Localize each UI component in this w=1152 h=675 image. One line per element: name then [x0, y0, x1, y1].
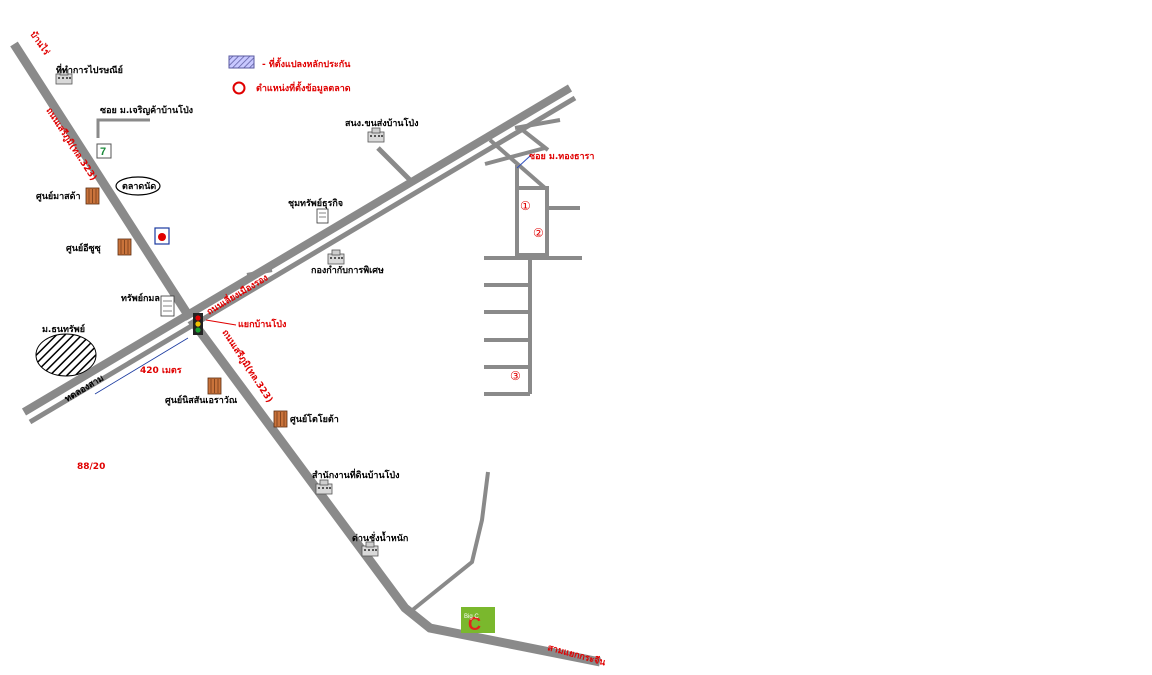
soi-thongthara-network	[484, 118, 582, 396]
landmark-label: สนง.ขนส่งบ้านโป่ง	[345, 117, 419, 129]
landmark-label: ศูนย์โตโยต้า	[290, 413, 339, 425]
landmark-market: ตลาดนัด	[115, 176, 161, 196]
distance-annotation: 420 เมตร	[94, 337, 189, 395]
legend-market-circle-icon	[232, 81, 246, 95]
market-circle-icon	[115, 176, 161, 196]
distance-label: 420 เมตร	[140, 366, 182, 376]
landmark-label: ศูนย์มาสด้า	[36, 190, 81, 202]
bypass-road	[21, 84, 577, 425]
road-label-hwy-north: ถนนเสรีภูมิ(ทล.323)	[43, 106, 98, 183]
road-label-soi-right: ซอย ม.ทองธารา	[529, 152, 594, 162]
landmark-chumsap: ชุมทรัพย์ธุรกิจ	[288, 197, 343, 224]
landmark-sapkamon: ทรัพย์กมล	[121, 292, 175, 317]
road-label-nw-end: บ้านไร่	[28, 29, 53, 58]
legend-plot-swatch	[228, 55, 255, 69]
market-marker-2: ②	[533, 226, 544, 240]
landmark-nissan: ศูนย์นิสสันเอราวัณ	[165, 377, 238, 406]
seven-eleven: 7	[96, 143, 112, 159]
building-icon	[367, 127, 385, 143]
road-label-bypass: ถนนเลี่ยงเมืองรอง	[204, 271, 270, 318]
landmark-label: ทรัพย์กมล	[121, 292, 160, 304]
legend: - ที่ตั้งแปลงหลักประกัน ตำแหน่งที่ตั้งข้…	[228, 55, 351, 95]
landmark-label: ชุมทรัพย์ธุรกิจ	[288, 197, 343, 209]
building-icon	[316, 208, 329, 224]
legend-market-label: ตำแหน่งที่ตั้งข้อมูลตลาด	[256, 81, 351, 94]
building-icon	[85, 187, 100, 205]
bigc-access-road	[408, 471, 490, 614]
seven-eleven-icon	[96, 143, 112, 159]
highway-323	[10, 41, 601, 667]
road-network	[10, 41, 601, 667]
university-area-icon	[35, 333, 97, 377]
legend-plot-label: - ที่ตั้งแปลงหลักประกัน	[262, 57, 351, 70]
bigc-label: Big C	[464, 614, 479, 620]
junction-label: แยกบ้านโป่ง	[238, 318, 286, 330]
landmark-label: ที่ทำการไปรษณีย์	[56, 63, 123, 76]
market-marker-1: ①	[520, 199, 531, 213]
landmark-label: สำนักงานที่ดินบ้านโป่ง	[312, 468, 400, 481]
landmark-weigh-station: ด่านชั่งน้ำหนัก	[352, 531, 408, 557]
building-icon	[117, 238, 132, 256]
soi-right-pointer	[516, 155, 531, 169]
market-marker-3: ③	[510, 369, 521, 383]
building-icon	[361, 541, 379, 557]
building-icon	[315, 479, 333, 495]
building-icon	[273, 410, 288, 428]
soi-left-road	[96, 118, 150, 138]
landmark-toyota: ศูนย์โตโยต้า	[273, 410, 339, 428]
landmark-label: ม.ธนทรัพย์	[42, 323, 85, 335]
bigc-logo-icon	[461, 607, 495, 633]
road-label-soi-left: ซอย ม.เจริญค้าบ้านโป่ง	[100, 104, 193, 116]
landmark-university: ม.ธนทรัพย์	[35, 323, 97, 377]
traffic-light: แยกบ้านโป่ง	[193, 313, 286, 335]
building-icon	[207, 377, 222, 395]
svg-text:7: 7	[100, 146, 106, 158]
junction-pointer	[205, 319, 237, 326]
spur-road	[246, 268, 273, 277]
landmark-transport-office: สนง.ขนส่งบ้านโป่ง	[345, 117, 419, 143]
landmark-isuzu: ศูนย์อีซูซุ	[66, 227, 170, 256]
bigc-store: C Big C	[461, 607, 495, 634]
landmark-post-office: ที่ทำการไปรษณีย์	[55, 63, 123, 85]
landmark-mazda: ศูนย์มาสด้า	[36, 187, 100, 205]
svg-text:C: C	[468, 614, 481, 634]
landmark-label: ด่านชั่งน้ำหนัก	[352, 531, 408, 544]
landmark-label: ศูนย์อีซูซุ	[66, 242, 101, 254]
landmark-label: กองกำกับการพิเศษ	[311, 265, 384, 276]
transport-access-road	[376, 146, 414, 184]
landmark-land-office: สำนักงานที่ดินบ้านโป่ง	[312, 468, 400, 495]
landmark-label: ศูนย์นิสสันเอราวัณ	[165, 394, 238, 406]
landmark-police-division: กองกำกับการพิเศษ	[311, 249, 384, 276]
building-icon	[327, 249, 345, 265]
parcel-code: 88/20	[77, 462, 105, 472]
landmark-label: ตลาดนัด	[122, 181, 156, 192]
distance-line	[94, 337, 189, 395]
